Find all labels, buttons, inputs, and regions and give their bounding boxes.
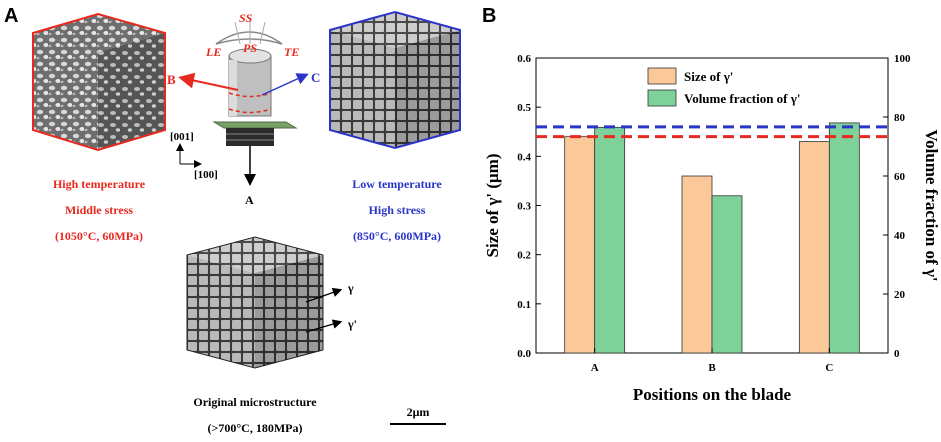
original-cube	[186, 236, 324, 369]
blade-schematic	[178, 19, 309, 186]
svg-text:(850°C, 600MPa): (850°C, 600MPa)	[353, 229, 441, 243]
y2-tick-label: 40	[894, 230, 906, 242]
svg-text:Middle stress: Middle stress	[65, 203, 133, 217]
bar-volume-c	[828, 122, 860, 354]
panel-a-figure: A SS LE PS TE B	[4, 5, 461, 435]
bar-size-a	[564, 136, 596, 354]
gamma-label: γ	[347, 281, 354, 295]
y-axis-label: Size of γ' (μm)	[483, 154, 502, 258]
legend-swatch-size	[647, 67, 677, 85]
gamma-prime-label: γ'	[347, 317, 357, 331]
x-axis-label: Positions on the blade	[633, 385, 792, 404]
direction-axes	[176, 143, 202, 168]
point-b-label: B	[167, 72, 176, 87]
direction-001: [001]	[170, 131, 194, 143]
panel-a-label: A	[4, 5, 18, 27]
y-tick-label: 0.5	[517, 102, 531, 114]
y2-tick-label: 0	[894, 348, 900, 360]
high-temp-caption: High temperature Middle stress (1050°C, …	[53, 177, 146, 243]
svg-text:Low temperature: Low temperature	[352, 177, 442, 191]
point-a-label: A	[245, 193, 254, 207]
label-le: LE	[205, 45, 221, 59]
y-tick-label: 0.6	[517, 53, 531, 65]
low-temp-caption: Low temperature High stress (850°C, 600M…	[352, 177, 442, 243]
svg-text:High stress: High stress	[369, 203, 426, 217]
y-tick-label: 0.0	[517, 348, 531, 360]
y-tick-label: 0.1	[517, 299, 531, 311]
svg-text:High temperature: High temperature	[53, 177, 146, 191]
svg-text:(1050°C, 60MPa): (1050°C, 60MPa)	[55, 229, 143, 243]
y2-tick-label: 60	[894, 171, 906, 183]
scale-bar-label: 2μm	[407, 405, 430, 419]
bar-volume-b	[711, 195, 743, 354]
direction-100: [100]	[194, 169, 218, 181]
y-tick-label: 0.2	[517, 250, 531, 262]
svg-text:(>700°C, 180MPa): (>700°C, 180MPa)	[208, 421, 303, 435]
y2-axis-label: Volume fraction of γ'	[922, 129, 941, 281]
panel-b-label: B	[482, 5, 496, 27]
legend-swatch-volume	[647, 89, 677, 107]
bar-size-c	[798, 141, 830, 354]
y2-tick-label: 100	[894, 53, 911, 65]
y2-tick-label: 20	[894, 289, 906, 301]
point-c-label: C	[311, 70, 320, 85]
y-tick-label: 0.4	[517, 151, 531, 163]
x-tick-label: B	[708, 362, 716, 374]
y-tick-label: 0.3	[517, 201, 531, 213]
low-temp-cube	[329, 10, 461, 150]
x-tick-label: A	[591, 362, 599, 374]
original-caption: Original microstructure (>700°C, 180MPa)	[193, 395, 317, 435]
legend-label-size: Size of γ'	[684, 69, 733, 84]
x-tick-label: C	[825, 362, 833, 374]
high-temp-cube	[32, 12, 166, 152]
bar-volume-a	[594, 126, 626, 354]
label-ss: SS	[239, 11, 253, 25]
legend-label-volume: Volume fraction of γ'	[684, 91, 800, 106]
bar-size-b	[681, 175, 713, 354]
label-te: TE	[284, 45, 299, 59]
svg-text:Original microstructure: Original microstructure	[193, 395, 317, 409]
panel-a: A SS LE PS TE B	[0, 0, 470, 437]
label-ps: PS	[243, 41, 257, 55]
y2-tick-label: 80	[894, 112, 906, 124]
